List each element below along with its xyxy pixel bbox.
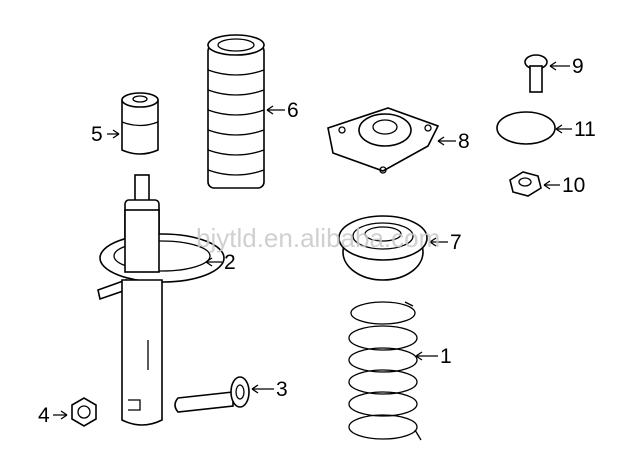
watermark: bjytld.en.alibaba.com	[196, 223, 440, 253]
spring-seat-part	[338, 215, 428, 281]
callout-2: 2	[224, 251, 236, 274]
bump-stop-part	[121, 92, 159, 155]
callout-11: 11	[574, 118, 596, 141]
callout-3: 3	[276, 378, 288, 401]
callout-10: 10	[562, 174, 585, 197]
leader-arrows	[53, 61, 572, 420]
cap-part	[496, 111, 556, 145]
mount-bolt-part	[524, 54, 548, 93]
mount-nut-part	[509, 171, 542, 197]
strut-mount-part	[327, 107, 440, 174]
callout-5: 5	[91, 123, 103, 146]
callout-4: 4	[38, 404, 50, 427]
dust-boot-part	[207, 34, 265, 189]
callout-7: 7	[450, 231, 462, 254]
strut-part	[97, 174, 225, 426]
bolt-part	[174, 376, 250, 413]
coil-spring-part	[348, 301, 422, 441]
callout-1: 1	[440, 345, 452, 368]
flange-nut-part	[71, 397, 97, 427]
callout-8: 8	[458, 130, 470, 153]
callout-9: 9	[572, 55, 584, 78]
callout-6: 6	[287, 99, 299, 122]
